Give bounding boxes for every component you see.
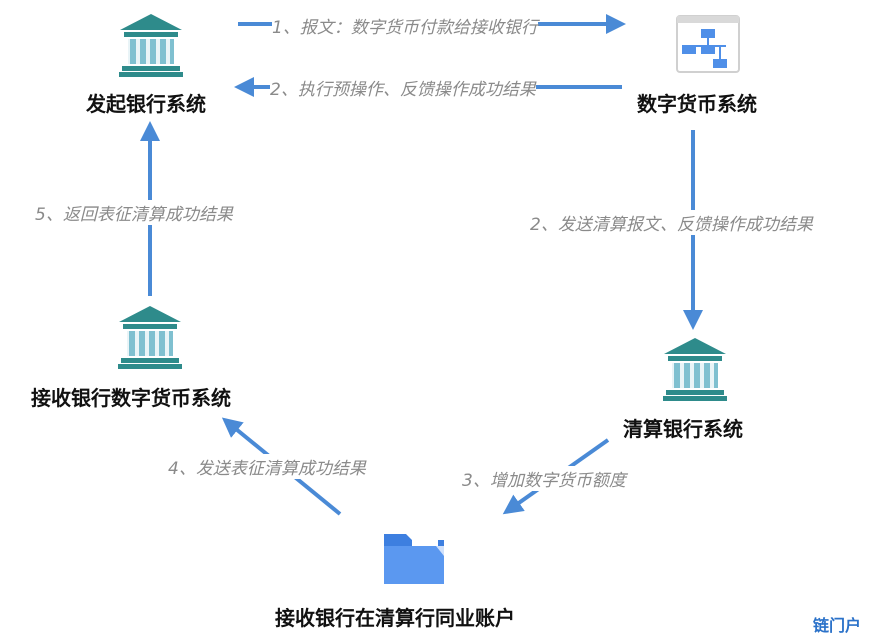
bank-building-icon [118,306,182,369]
bank-building-icon [119,14,183,77]
node-digital-currency-system: 数字货币系统 [637,92,757,116]
node-receiving-bank-dc-system: 接收银行数字货币系统 [31,386,231,410]
edge-label-3: 3、增加数字货币额度 [462,466,626,491]
bank-building-icon [663,338,727,401]
edge-label-1: 1、报文：数字货币付款给接收银行 [272,13,538,38]
node-receiving-bank-clearing-account: 接收银行在清算行同业账户 [275,606,515,630]
edge-label-5: 5、返回表征清算成功结果 [35,200,233,225]
watermark-logo: 链门户 [812,616,861,635]
org-chart-icon [676,15,740,73]
folder-icon [384,534,444,584]
node-clearing-bank: 清算银行系统 [623,417,743,441]
edge-label-2b: 2、发送清算报文、反馈操作成功结果 [530,210,813,235]
node-initiating-bank: 发起银行系统 [86,92,206,116]
edge-label-2a: 2、执行预操作、反馈操作成功结果 [270,75,536,100]
edge-label-4: 4、发送表征清算成功结果 [168,454,366,479]
